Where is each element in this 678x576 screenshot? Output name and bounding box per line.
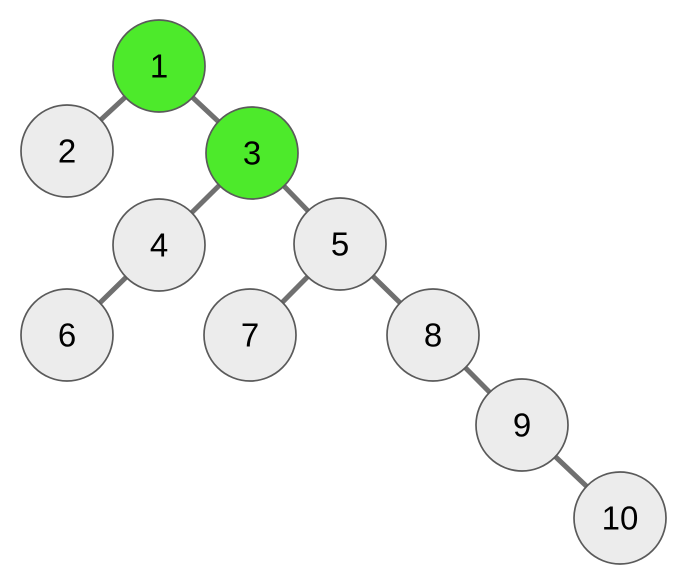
tree-node-circle[interactable]	[573, 471, 667, 565]
tree-node-label: 5	[331, 226, 349, 263]
tree-node-2[interactable]: 2	[20, 104, 114, 198]
tree-node-label: 8	[424, 317, 442, 354]
tree-node-1[interactable]: 1	[112, 19, 206, 113]
tree-node-8[interactable]: 8	[386, 288, 480, 382]
tree-node-6[interactable]: 6	[20, 288, 114, 382]
tree-node-7[interactable]: 7	[203, 288, 297, 382]
tree-node-4[interactable]: 4	[112, 198, 206, 292]
tree-node-circle[interactable]	[112, 198, 206, 292]
tree-node-10[interactable]: 10	[573, 471, 667, 565]
tree-node-circle[interactable]	[293, 197, 387, 291]
tree-node-label: 7	[241, 317, 259, 354]
tree-node-circle-highlighted[interactable]	[205, 106, 299, 200]
tree-node-circle[interactable]	[20, 104, 114, 198]
tree-node-label: 9	[513, 407, 531, 444]
tree-node-circle[interactable]	[20, 288, 114, 382]
tree-node-5[interactable]: 5	[293, 197, 387, 291]
tree-node-label: 4	[150, 227, 168, 264]
tree-node-circle[interactable]	[386, 288, 480, 382]
tree-node-label: 2	[58, 133, 76, 170]
tree-node-label: 10	[602, 500, 639, 537]
tree-node-label: 3	[243, 135, 261, 172]
tree-node-label: 1	[150, 48, 168, 85]
tree-node-3[interactable]: 3	[205, 106, 299, 200]
tree-node-label: 6	[58, 317, 76, 354]
tree-node-9[interactable]: 9	[475, 378, 569, 472]
tree-node-circle[interactable]	[475, 378, 569, 472]
tree-node-circle-highlighted[interactable]	[112, 19, 206, 113]
tree-node-circle[interactable]	[203, 288, 297, 382]
